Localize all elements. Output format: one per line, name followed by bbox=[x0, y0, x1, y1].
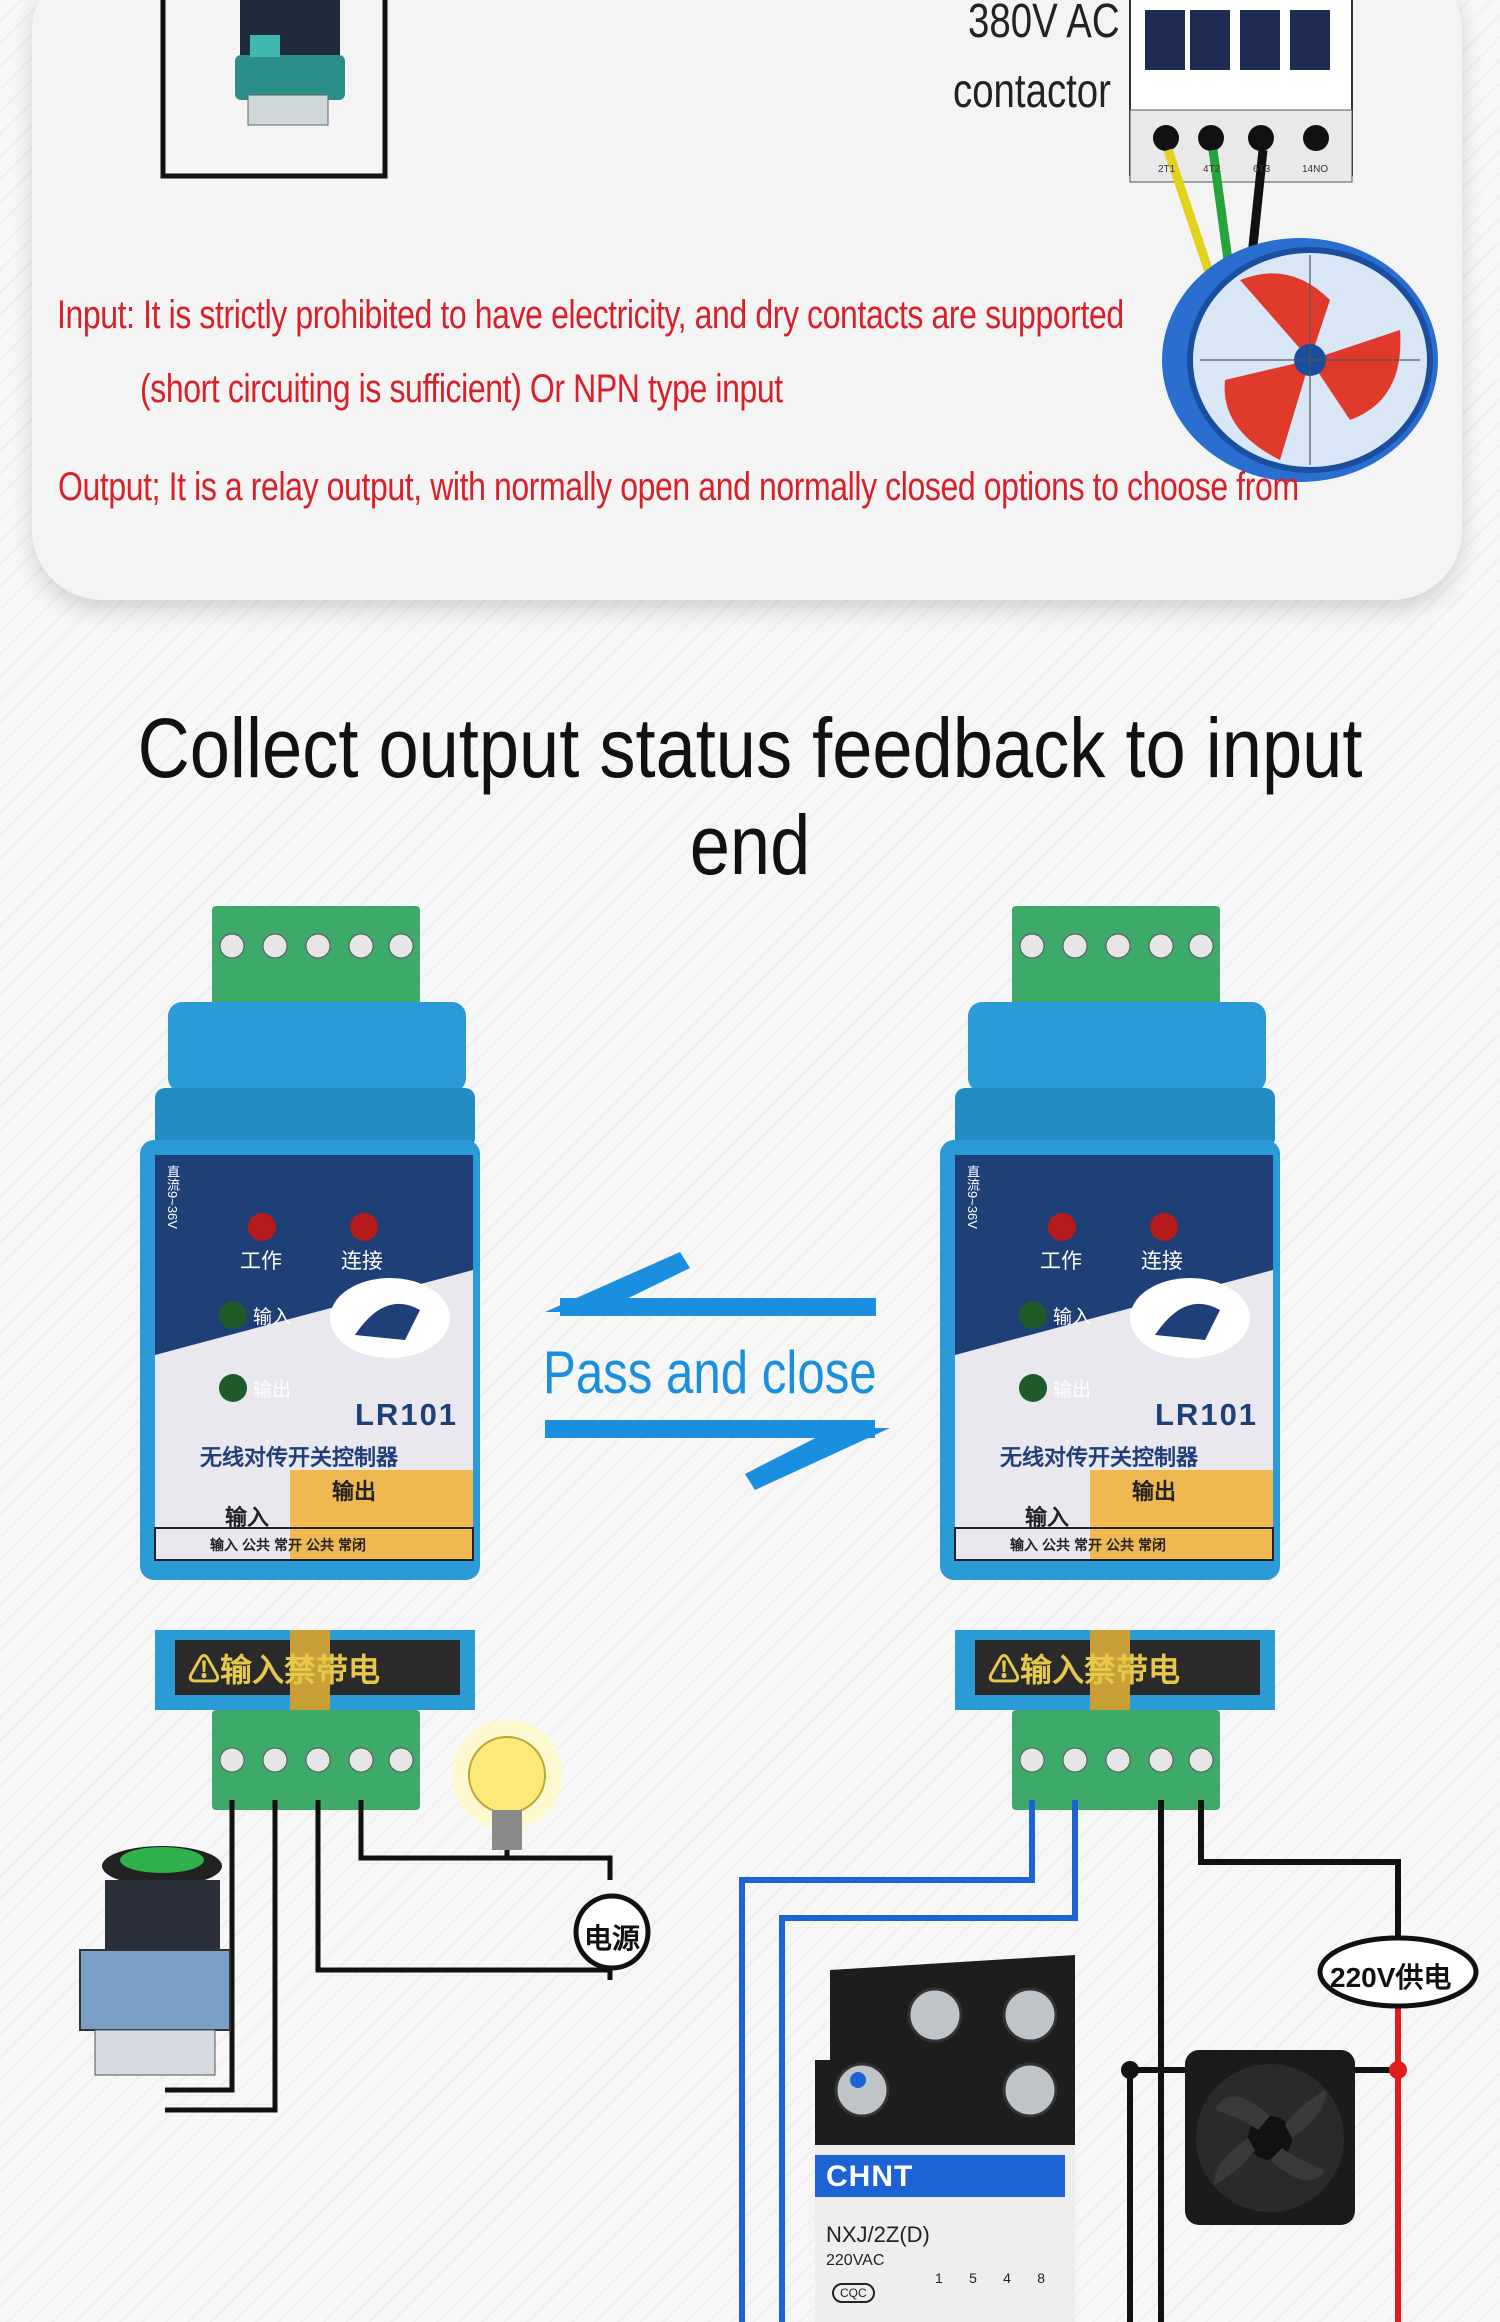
axial-fan-illustration bbox=[1162, 238, 1438, 482]
push-button-illustration bbox=[79, 1846, 231, 2076]
bidirectional-arrow-icon bbox=[545, 1252, 890, 1490]
device-subtitle: 无线对传开关控制器 bbox=[200, 1445, 399, 1470]
power-source-label: 电源 bbox=[584, 1923, 641, 1954]
svg-text:4T2: 4T2 bbox=[1203, 164, 1221, 175]
device-left-illustration bbox=[140, 906, 480, 1810]
terminal-labels: 输入 公共 常开 公共 常闭 bbox=[210, 1535, 420, 1555]
svg-text:14NO: 14NO bbox=[1302, 164, 1328, 175]
terminal-label: 公共 bbox=[242, 1537, 270, 1553]
led-output-label: 输出 bbox=[1053, 1380, 1092, 1401]
device-right-illustration bbox=[940, 906, 1280, 1810]
relay-voltage: 220VAC bbox=[826, 2252, 885, 2269]
led-work-label: 工作 bbox=[1040, 1250, 1082, 1273]
output-block-label: 输出 bbox=[332, 1479, 377, 1504]
led-input-label: 输入 bbox=[253, 1307, 292, 1328]
svg-text:6T3: 6T3 bbox=[1253, 164, 1271, 175]
input-block-label: 输入 bbox=[225, 1505, 270, 1530]
terminal-label: 常闭 bbox=[1138, 1537, 1166, 1553]
led-output-label: 输出 bbox=[253, 1380, 292, 1401]
terminal-labels: 输入 公共 常开 公共 常闭 bbox=[1010, 1535, 1220, 1555]
led-link-label: 连接 bbox=[341, 1250, 383, 1273]
section-title: Collect output status feedback to input … bbox=[137, 701, 1363, 892]
led-input-label: 输入 bbox=[1053, 1307, 1092, 1328]
arrow-label: Pass and close bbox=[543, 1339, 877, 1406]
relay-cert-badge: CQC bbox=[832, 2283, 875, 2303]
contactor-illustration bbox=[1129, 0, 1353, 277]
supply-label: 220V供电 bbox=[1330, 1962, 1452, 1993]
contactor-label-line2: contactor bbox=[953, 65, 1111, 118]
input-note-line2: (short circuiting is sufficient) Or NPN … bbox=[140, 367, 783, 411]
device-subtitle: 无线对传开关控制器 bbox=[1000, 1445, 1199, 1470]
svg-text:2T1: 2T1 bbox=[1158, 164, 1176, 175]
input-note-line1: Input: It is strictly prohibited to have… bbox=[57, 293, 1124, 337]
output-note: Output; It is a relay output, with norma… bbox=[58, 465, 1299, 509]
power-source-symbol bbox=[573, 1893, 651, 1971]
led-link-label: 连接 bbox=[1141, 1250, 1183, 1273]
input-block-label: 输入 bbox=[1025, 1505, 1070, 1530]
junction-dot-red bbox=[1389, 2061, 1407, 2079]
power-label: 直流9~36V bbox=[965, 1165, 980, 1229]
relay-pin-label: 5 bbox=[969, 2270, 977, 2286]
cooling-fan-illustration bbox=[1185, 2050, 1355, 2225]
warning-label: ⚠输入禁带电 bbox=[188, 1652, 381, 1688]
terminal-label: 公共 bbox=[1042, 1537, 1070, 1553]
terminal-label: 公共 bbox=[306, 1537, 334, 1553]
contactor-label-line1: 380V AC bbox=[968, 0, 1120, 48]
relay-brand: CHNT bbox=[826, 2160, 914, 2193]
relay-model: NXJ/2Z(D) bbox=[826, 2222, 930, 2247]
terminal-label: 公共 bbox=[1106, 1537, 1134, 1553]
terminal-label: 常开 bbox=[1074, 1537, 1102, 1553]
relay-pin-labels: 1 5 4 8 bbox=[935, 2270, 1045, 2286]
output-block-label: 输出 bbox=[1132, 1479, 1177, 1504]
led-work-label: 工作 bbox=[240, 1250, 282, 1273]
device-model: LR101 bbox=[355, 1397, 459, 1432]
device-model: LR101 bbox=[1155, 1397, 1259, 1432]
junction-dot bbox=[1121, 2061, 1139, 2079]
relay-pin-label: 1 bbox=[935, 2270, 943, 2286]
light-bulb-icon bbox=[452, 1720, 562, 1858]
contactor-terminal-labels: 2T1 4T2 6T3 14NO bbox=[1158, 164, 1328, 175]
intermediate-relay-illustration bbox=[815, 1955, 1075, 2322]
left-wiring bbox=[165, 1800, 613, 2113]
power-label: 直流9~36V bbox=[165, 1165, 180, 1229]
push-button-top-illustration bbox=[160, 0, 388, 179]
terminal-label: 输入 bbox=[210, 1537, 238, 1553]
terminal-label: 输入 bbox=[1010, 1537, 1038, 1553]
warning-label: ⚠输入禁带电 bbox=[988, 1652, 1181, 1688]
supply-symbol bbox=[1317, 1935, 1479, 2009]
terminal-label: 常开 bbox=[274, 1537, 302, 1553]
relay-pin-label: 8 bbox=[1037, 2270, 1045, 2286]
relay-pin-label: 4 bbox=[1003, 2270, 1011, 2286]
terminal-label: 常闭 bbox=[338, 1537, 366, 1553]
